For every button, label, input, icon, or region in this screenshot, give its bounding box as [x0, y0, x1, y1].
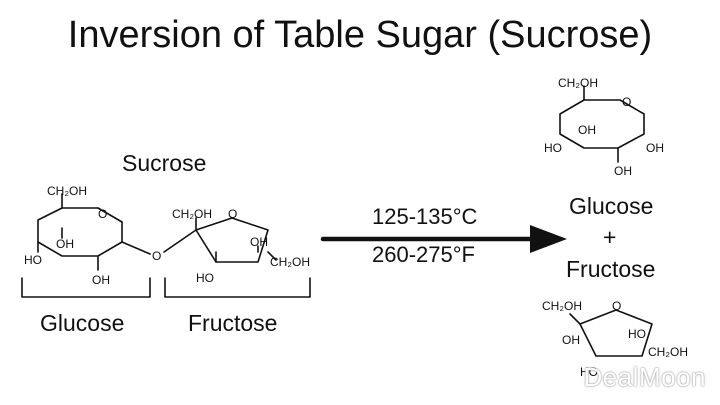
product-glucose-ring	[559, 99, 645, 149]
product-glucose-oh-mid: OH	[578, 123, 596, 137]
fructose-oh: OH	[250, 235, 268, 249]
reaction-arrow-head	[530, 225, 567, 253]
glycosidic-bond	[121, 241, 151, 255]
glucose-ring-bonds	[37, 207, 123, 257]
fructose-ch2oh-right: CH₂OH	[270, 255, 310, 269]
condition-celsius: 125-135°C	[372, 204, 478, 229]
fructose-part-label: Fructose	[188, 310, 278, 336]
product-glucose-ho: HO	[544, 141, 562, 155]
fructose-ring-oxygen: O	[228, 207, 237, 221]
fructose-ring-bonds	[195, 217, 269, 263]
fructose-ho: HO	[196, 271, 214, 285]
product-fructose-ring-oxygen: O	[612, 299, 621, 313]
page-title: Inversion of Table Sugar (Sucrose)	[67, 14, 653, 56]
product-fructose-ch2oh-bond	[569, 313, 581, 325]
glucose-ring-bond	[97, 207, 123, 223]
glucose-part-label: Glucose	[40, 310, 125, 336]
glucose-ho: HO	[24, 253, 42, 267]
fructose-ch2oh-bond-right	[267, 251, 277, 261]
glycosidic-bond-fructose	[163, 229, 197, 253]
product-glucose-ch2oh: CH₂OH	[558, 76, 598, 90]
fructose-product-structure: CH₂OH O OH HO HO CH₂OH	[542, 299, 688, 379]
product-fructose-oh-left: OH	[562, 333, 580, 347]
glucose-oh-lower: OH	[92, 273, 110, 287]
product-glucose-oh-right: OH	[646, 141, 664, 155]
reaction-arrow	[320, 225, 567, 253]
product-plus: +	[603, 224, 617, 250]
reactant-label: Sucrose	[122, 150, 207, 176]
fructose-bracket	[164, 277, 311, 298]
product-fructose-ring	[579, 309, 653, 357]
condition-fahrenheit: 260-275°F	[372, 242, 475, 267]
glucose-oh: OH	[56, 237, 74, 251]
product-fructose-ch2oh-right: CH₂OH	[648, 345, 688, 359]
product-fructose-label: Fructose	[566, 256, 656, 282]
watermark-logo: DealMoon	[583, 362, 706, 392]
product-fructose-ho-right: HO	[628, 327, 646, 341]
bridge-oxygen: O	[152, 249, 161, 263]
product-glucose-label: Glucose	[569, 193, 654, 219]
glucose-ch2oh: CH₂OH	[47, 184, 87, 198]
product-fructose-ch2oh-left: CH₂OH	[542, 299, 582, 313]
glucose-bracket	[21, 277, 151, 298]
glucose-ring-oxygen: O	[98, 207, 107, 221]
product-glucose-oh-bottom: OH	[614, 164, 632, 178]
product-fructose-ho: HO	[580, 365, 598, 379]
fructose-ch2oh-top: CH₂OH	[172, 207, 212, 221]
sucrose-structure: O CH₂OH HO OH OH O O CH₂OH HO OH CH₂OH	[21, 184, 311, 298]
product-glucose-ring-oxygen: O	[622, 95, 631, 109]
glucose-product-structure: CH₂OH O HO OH OH OH	[544, 76, 664, 178]
